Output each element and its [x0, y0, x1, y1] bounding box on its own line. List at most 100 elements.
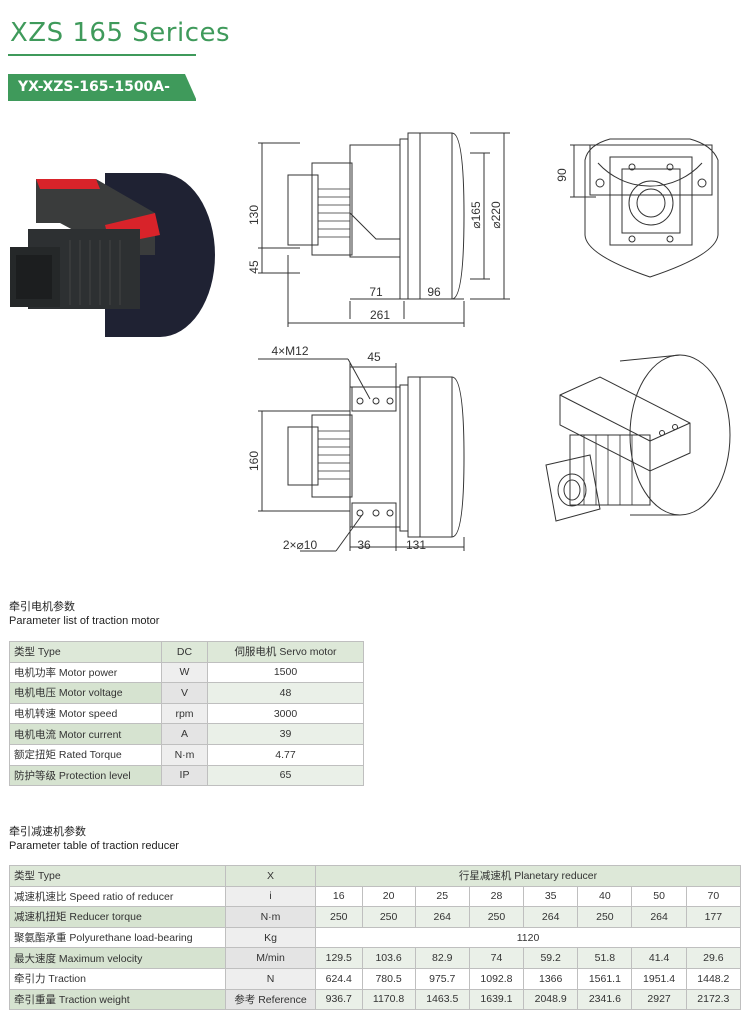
row-value: 1500 — [207, 661, 364, 684]
motor-parameter-table: 类型 Type DC 伺服电机 Servo motor 电机功率 Motor p… — [9, 641, 364, 787]
dim-45: 45 — [247, 260, 261, 274]
motor-title-cn: 牵引电机参数 — [9, 601, 75, 613]
row-value: 行星减速机 Planetary reducer — [315, 865, 741, 887]
dim-36: 36 — [357, 538, 371, 552]
reducer-section-title: 牵引减速机参数 Parameter table of traction redu… — [9, 825, 179, 853]
row-unit: N·m — [225, 906, 316, 928]
row-value: 936.7 — [315, 988, 363, 1011]
row-unit: N·m — [161, 743, 208, 766]
dim-90: 90 — [555, 168, 569, 182]
row-unit: DC — [161, 641, 208, 663]
page-title: XZS 165 Serices — [10, 18, 231, 48]
row-value: 1120 — [315, 926, 741, 949]
row-value: 264 — [631, 906, 687, 928]
row-unit: N — [225, 967, 316, 990]
title-rule — [8, 54, 196, 56]
row-value: 39 — [207, 723, 364, 745]
row-value: 82.9 — [414, 947, 470, 969]
row-unit: i — [225, 885, 316, 908]
dim-dia220: ⌀220 — [489, 201, 503, 229]
row-value: 250 — [468, 906, 525, 928]
row-unit: rpm — [161, 702, 208, 725]
row-unit: IP — [161, 764, 208, 787]
row-value: 1170.8 — [361, 988, 416, 1011]
row-value: 975.7 — [414, 967, 470, 990]
dim-131: 131 — [406, 538, 426, 552]
row-value: 624.4 — [315, 967, 363, 990]
row-label: 减速机扭矩 Reducer torque — [9, 906, 226, 928]
row-value: 3000 — [207, 702, 364, 725]
row-value: 2172.3 — [685, 988, 742, 1011]
row-value: 40 — [577, 885, 633, 908]
table-row: 额定扭矩 Rated Torque N·m 4.77 — [9, 743, 364, 766]
row-label: 额定扭矩 Rated Torque — [9, 743, 162, 766]
model-tag: YX-XZS-165-1500A-220 — [8, 74, 197, 122]
row-value: 20 — [361, 885, 416, 908]
row-label: 电机电流 Motor current — [9, 723, 162, 745]
row-value: 1463.5 — [414, 988, 470, 1011]
isometric-view — [545, 354, 731, 522]
reducer-title-cn: 牵引减速机参数 — [9, 826, 86, 838]
row-value: 103.6 — [361, 947, 416, 969]
row-value: 25 — [414, 885, 470, 908]
technical-drawing: 130 45 71 96 261 ⌀165 ⌀220 90 — [10, 132, 731, 552]
row-label: 防护等级 Protection level — [9, 764, 162, 787]
row-value: 35 — [523, 885, 579, 908]
row-label: 最大速度 Maximum velocity — [9, 947, 226, 969]
row-value: 48 — [207, 682, 364, 704]
row-unit: Kg — [225, 926, 316, 949]
row-value: 264 — [414, 906, 470, 928]
row-label: 减速机速比 Speed ratio of reducer — [9, 885, 226, 908]
row-value: 50 — [631, 885, 687, 908]
row-value: 1951.4 — [631, 967, 687, 990]
motor-section-title: 牵引电机参数 Parameter list of traction motor — [9, 600, 159, 628]
row-value: 780.5 — [361, 967, 416, 990]
dim-160: 160 — [247, 451, 261, 471]
row-value: 264 — [523, 906, 579, 928]
side-view-bottom — [258, 358, 465, 552]
row-value: 70 — [685, 885, 742, 908]
table-row: 类型 Type X 行星减速机 Planetary reducer — [9, 865, 741, 887]
table-row: 电机转速 Motor speed rpm 3000 — [9, 702, 364, 725]
reducer-title-en: Parameter table of traction reducer — [9, 840, 179, 852]
row-value: 1639.1 — [468, 988, 525, 1011]
row-value: 41.4 — [631, 947, 687, 969]
dim-4xm12: 4×M12 — [271, 344, 308, 358]
row-label: 类型 Type — [9, 865, 226, 887]
row-value: 28 — [468, 885, 525, 908]
dim-261: 261 — [370, 308, 390, 322]
dim-dia165: ⌀165 — [469, 201, 483, 229]
dim-130: 130 — [247, 205, 261, 225]
row-value: 74 — [468, 947, 525, 969]
row-label: 牵引重量 Traction weight — [9, 988, 226, 1011]
row-value: 65 — [207, 764, 364, 787]
row-value: 250 — [361, 906, 416, 928]
row-value: 177 — [685, 906, 742, 928]
dim-96: 96 — [427, 285, 441, 299]
row-unit: X — [225, 865, 316, 887]
table-row: 电机电压 Motor voltage V 48 — [9, 682, 364, 704]
row-value: 1366 — [523, 967, 579, 990]
motor-title-en: Parameter list of traction motor — [9, 615, 160, 627]
row-value: 16 — [315, 885, 363, 908]
table-row: 防护等级 Protection level IP 65 — [9, 764, 364, 787]
row-unit: A — [161, 723, 208, 745]
row-value: 250 — [315, 906, 363, 928]
row-value: 2048.9 — [523, 988, 579, 1011]
row-label: 牵引力 Traction — [9, 967, 226, 990]
row-unit: V — [161, 682, 208, 704]
product-render-front — [10, 173, 215, 337]
side-view-top — [258, 132, 510, 327]
row-value: 伺服电机 Servo motor — [207, 641, 364, 663]
row-value: 1561.1 — [577, 967, 633, 990]
row-value: 1092.8 — [468, 967, 525, 990]
row-unit: M/min — [225, 947, 316, 969]
row-value: 4.77 — [207, 743, 364, 766]
row-label: 电机电压 Motor voltage — [9, 682, 162, 704]
